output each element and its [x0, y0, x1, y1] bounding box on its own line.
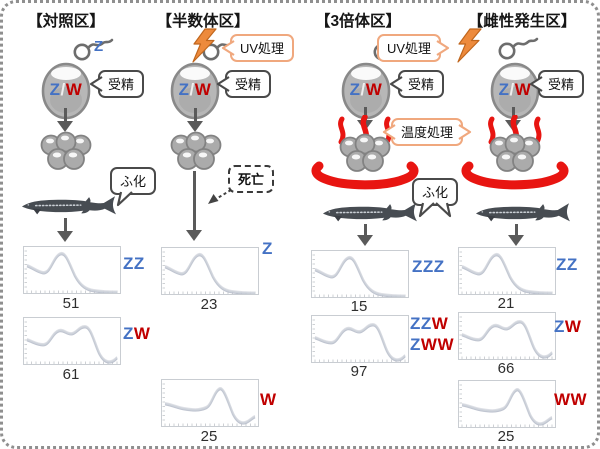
sperm-egg-group: Z/W — [161, 36, 253, 122]
column-title-control: 【対照区】 — [27, 13, 105, 30]
hatch-bubble: ふ化 — [110, 167, 157, 206]
genotype-label: Z — [262, 239, 273, 258]
arrow-down-icon — [57, 108, 74, 132]
bubble-tail-down-right — [435, 201, 452, 217]
bubble-tail-left — [382, 124, 396, 140]
uv-lightning-icon — [457, 28, 482, 63]
fertilization-bubble: 受精 — [216, 70, 272, 98]
uv-lightning-icon — [192, 28, 217, 63]
sample-count: 25 — [497, 428, 515, 445]
sample-count: 21 — [497, 295, 515, 312]
melt-curve-chart — [311, 315, 409, 363]
sperm-egg-group: Z Z/W — [32, 36, 124, 122]
bubble-tail-down-left — [116, 190, 133, 206]
death-bubble: 死亡 — [228, 165, 275, 193]
sample-count: 15 — [350, 298, 368, 315]
temperature-treatment-bubble: 温度処理 — [382, 118, 472, 146]
melt-curve-chart — [458, 312, 556, 360]
bubble-tail-left — [216, 76, 230, 92]
bubble-tail-left — [221, 40, 235, 56]
sturgeon-fish-icon — [21, 195, 117, 216]
heat-treatment-eggs-icon — [459, 115, 571, 193]
melt-curve-chart — [458, 247, 556, 295]
egg-zw-label: Z/W — [349, 80, 383, 99]
fertilization-bubble: 受精 — [89, 70, 145, 98]
death-label: 死亡 — [238, 172, 265, 187]
egg-zw-label: Z/W — [49, 80, 83, 99]
fertilization-bubble: 受精 — [529, 70, 585, 98]
genotype-label: ZWW — [410, 335, 454, 354]
arrow-down-icon — [57, 218, 74, 242]
bubble-tail-left — [529, 76, 543, 92]
sample-count: 23 — [200, 296, 218, 313]
sample-count: 51 — [62, 295, 80, 312]
sperm-egg-group: Z/W — [481, 36, 573, 122]
fertilization-bubble: 受精 — [389, 70, 445, 98]
genotype-label: W — [260, 390, 277, 409]
genotype-label: ZW — [554, 317, 582, 336]
bubble-tail-right — [436, 40, 450, 56]
column-title-triploid: 【3倍体区】 — [314, 13, 402, 30]
uv-treatment-bubble: UV処理 — [377, 34, 450, 62]
arrow-down-icon — [508, 224, 525, 246]
bubble-tail-left — [89, 76, 103, 92]
sample-count: 25 — [200, 428, 218, 445]
uv-treatment-label: UV処理 — [240, 41, 285, 56]
egg-zw-label: Z/W — [178, 80, 212, 99]
arrow-down-icon — [357, 224, 374, 246]
egg-cluster-icon — [40, 131, 92, 170]
melt-curve-chart — [458, 380, 556, 428]
sturgeon-fish-icon — [322, 202, 418, 223]
uv-treatment-bubble: UV処理 — [221, 34, 295, 62]
egg-cluster-icon — [170, 131, 222, 170]
column-title-gynogenesis: 【雌性発生区】 — [467, 13, 577, 30]
sperm-z-label: Z — [94, 38, 104, 55]
hatch-label: ふ化 — [120, 174, 147, 189]
sample-count: 97 — [350, 363, 368, 380]
melt-curve-chart — [161, 379, 259, 427]
sample-count: 66 — [497, 360, 515, 377]
genotype-label: ZZ — [556, 255, 578, 274]
genotype-label: ZW — [123, 324, 151, 343]
fertilization-label: 受精 — [235, 77, 262, 92]
genotype-label: ZZW — [410, 314, 449, 333]
death-bubble-dashed-tail — [208, 189, 232, 204]
fertilization-label: 受精 — [408, 77, 435, 92]
temperature-treatment-label: 温度処理 — [401, 125, 454, 140]
melt-curve-chart — [311, 250, 409, 298]
arrow-down-icon — [187, 108, 204, 132]
column-title-haploid: 【半数体区】 — [156, 13, 250, 30]
melt-curve-chart — [23, 246, 121, 294]
uv-treatment-label: UV処理 — [387, 41, 432, 56]
arrow-down-long-icon — [186, 171, 203, 241]
melt-curve-chart — [161, 247, 259, 295]
sturgeon-fish-icon — [475, 202, 571, 223]
bubble-tail-right — [458, 124, 472, 140]
genotype-label: ZZZ — [412, 257, 445, 276]
hatch-bubble-shared: ふ化 — [412, 178, 459, 217]
fertilization-label: 受精 — [108, 77, 135, 92]
genotype-label: WW — [554, 390, 588, 409]
bubble-tail-left — [389, 76, 403, 92]
melt-curve-chart — [23, 317, 121, 365]
bubble-tail-down-left — [418, 201, 435, 217]
fertilization-label: 受精 — [548, 77, 575, 92]
sample-count: 61 — [62, 366, 80, 383]
hatch-label: ふ化 — [422, 185, 449, 200]
genotype-label: ZZ — [123, 254, 145, 273]
egg-zw-label: Z/W — [498, 80, 532, 99]
